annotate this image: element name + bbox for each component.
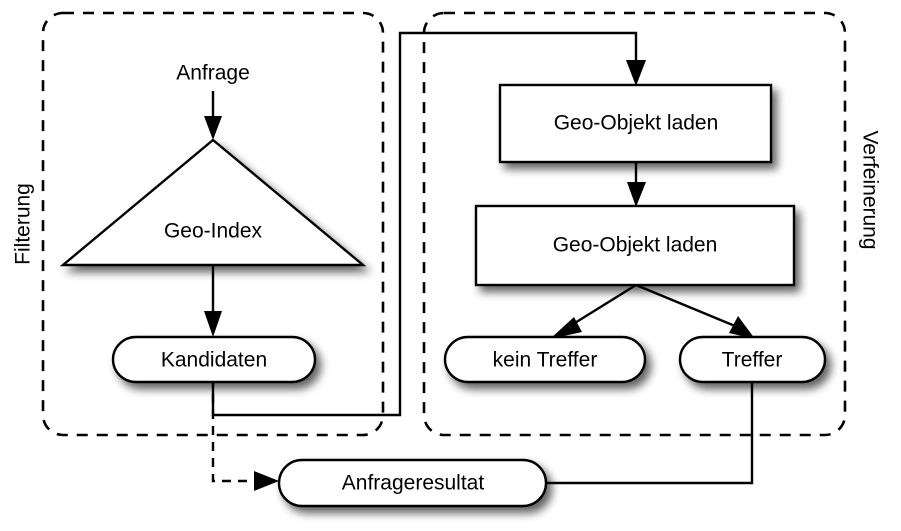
node-kein-treffer-label: kein Treffer <box>493 349 598 372</box>
node-geo-objekt-laden-2-shape[interactable] <box>474 204 796 287</box>
node-geo-objekt-laden-2[interactable] <box>474 204 796 287</box>
group-verfeinerung-label: Verfeinerung <box>858 130 881 249</box>
group-verfeinerung: Verfeinerung <box>422 11 881 437</box>
edge-treffer-to-anfrageresultat <box>546 382 754 485</box>
node-kandidaten-shape[interactable] <box>111 335 317 384</box>
node-geo-index-shape[interactable] <box>59 138 367 267</box>
node-geo-index[interactable] <box>59 138 367 267</box>
group-verfeinerung-border <box>422 11 847 437</box>
edge-geo-objekt-laden-2-to-kein-treffer <box>550 283 637 339</box>
node-anfrage-label[interactable]: Anfrage <box>176 62 250 85</box>
node-geo-objekt-laden-1[interactable] <box>498 83 773 164</box>
edge-kandidaten-to-geo-objekt-laden-1 <box>211 31 646 417</box>
node-kein-treffer-shape[interactable] <box>443 335 647 384</box>
node-kandidaten-label: Kandidaten <box>161 349 267 372</box>
node-geo-index-label: Geo-Index <box>164 220 263 243</box>
group-filterung: Filterung <box>12 11 385 437</box>
edge-geo-index-to-kandidaten <box>204 266 222 337</box>
node-geo-objekt-laden-1-shape[interactable] <box>498 83 773 164</box>
edge-geo-objekt-laden-1-to-2 <box>627 162 646 207</box>
node-treffer-label: Treffer <box>722 349 783 372</box>
group-filterung-border <box>41 11 385 437</box>
group-filterung-label: Filterung <box>12 183 35 265</box>
node-kandidaten[interactable] <box>111 335 317 384</box>
edge-kandidaten-to-anfrageresultat <box>211 378 279 491</box>
edge-anfrage-to-geo-index <box>204 91 222 140</box>
node-geo-objekt-laden-1-label: Geo-Objekt laden <box>554 112 719 135</box>
node-anfrageresultat-label: Anfrageresultat <box>342 472 485 495</box>
node-treffer[interactable] <box>678 335 827 384</box>
node-treffer-shape[interactable] <box>678 335 827 384</box>
node-anfrageresultat[interactable] <box>277 458 548 508</box>
node-anfrageresultat-shape[interactable] <box>277 458 548 508</box>
edge-geo-objekt-laden-2-to-treffer <box>635 283 755 339</box>
node-kein-treffer[interactable] <box>443 335 647 384</box>
node-geo-objekt-laden-2-label: Geo-Objekt laden <box>553 234 718 257</box>
